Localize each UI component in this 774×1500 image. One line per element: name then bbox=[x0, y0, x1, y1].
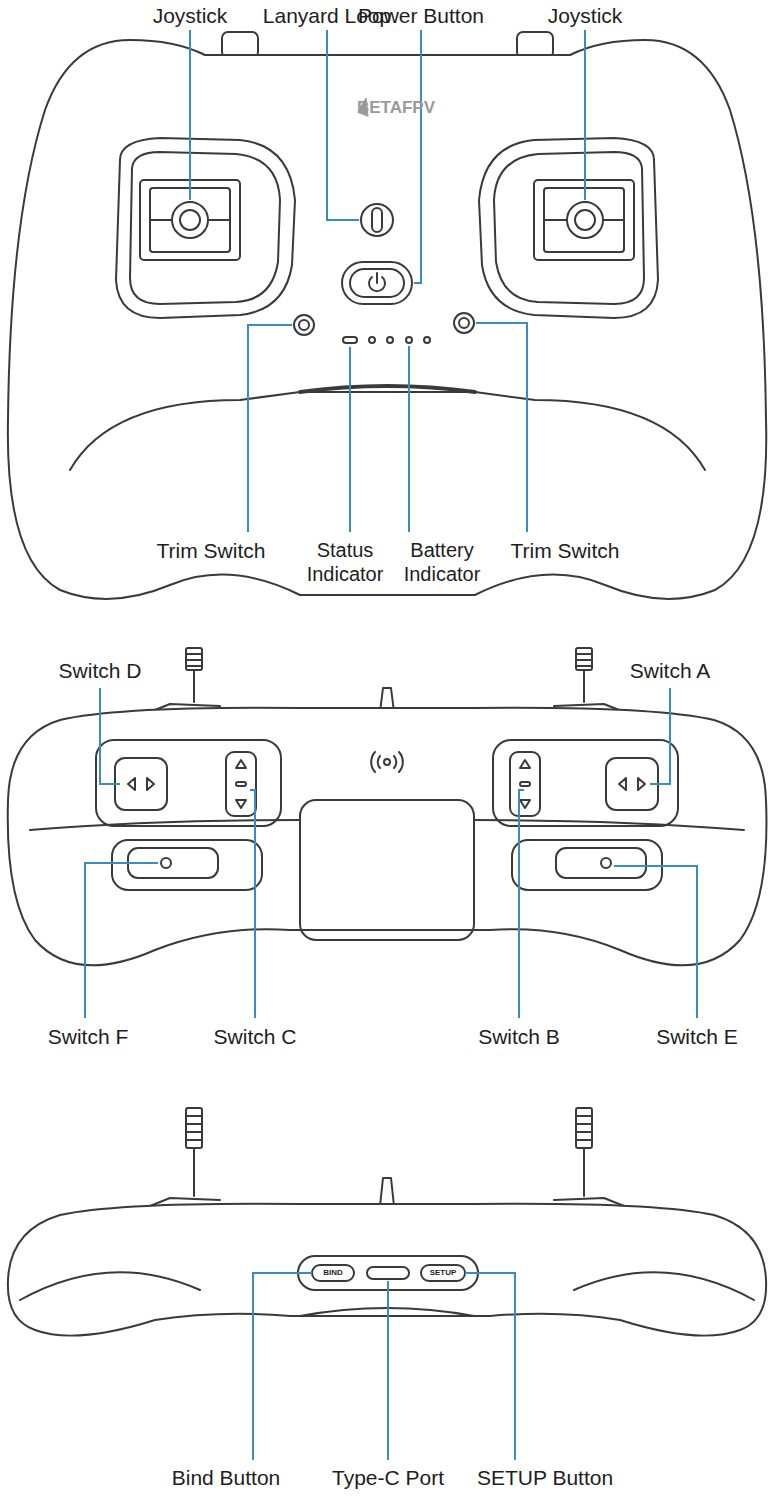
part-label: Switch F bbox=[48, 1024, 129, 1049]
part-label: Battery Indicator bbox=[396, 538, 488, 586]
part-label: Switch E bbox=[656, 1024, 738, 1049]
part-label: Joystick bbox=[548, 3, 623, 28]
part-label: SETUP Button bbox=[477, 1465, 613, 1490]
leader-lines bbox=[85, 30, 697, 1460]
part-label: Trim Switch bbox=[157, 538, 266, 563]
button-marking: BIND bbox=[323, 1268, 343, 1278]
part-label: Status Indicator bbox=[299, 538, 391, 586]
part-label: Trim Switch bbox=[511, 538, 620, 563]
part-label: Power Button bbox=[358, 3, 484, 28]
part-label: Type-C Port bbox=[332, 1465, 444, 1490]
part-label: Switch C bbox=[214, 1024, 297, 1049]
button-marking: SETUP bbox=[430, 1268, 457, 1278]
part-label: Bind Button bbox=[172, 1465, 281, 1490]
part-label: Switch B bbox=[478, 1024, 560, 1049]
part-label: Switch A bbox=[630, 658, 711, 683]
part-label: Switch D bbox=[59, 658, 142, 683]
part-label: Joystick bbox=[153, 3, 228, 28]
brand-watermark: BETAFPV bbox=[357, 98, 435, 118]
